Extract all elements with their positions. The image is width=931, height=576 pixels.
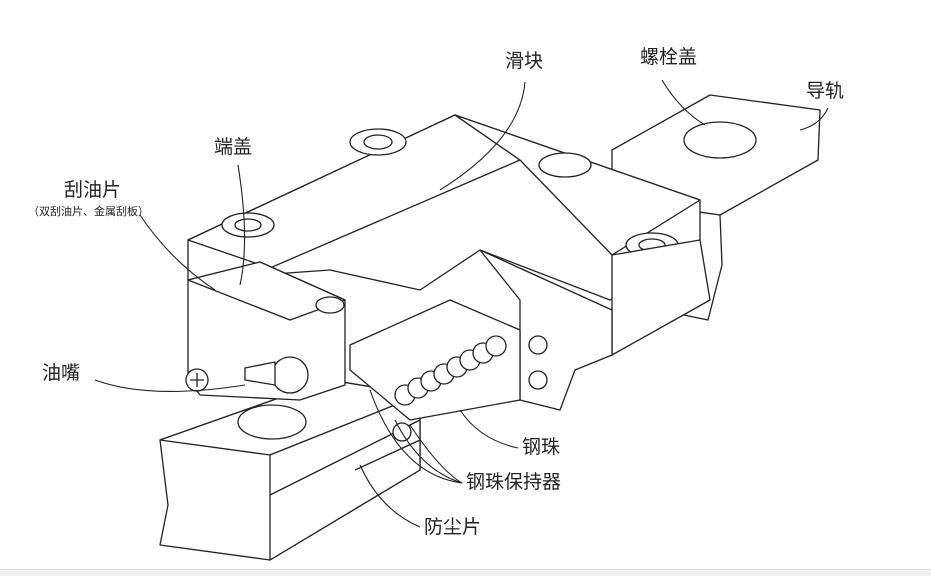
label-scraper: 刮油片 xyxy=(64,179,122,201)
label-scraper-note: （双刮油片、金属刮板） xyxy=(28,205,149,218)
label-steel-ball: 钢珠 xyxy=(522,436,561,458)
label-ball-retainer: 钢珠保持器 xyxy=(466,471,562,493)
slider-block xyxy=(187,114,711,421)
label-end-cap: 端盖 xyxy=(214,136,253,158)
steel-balls xyxy=(392,335,507,442)
grease-nipple xyxy=(185,356,309,394)
label-rail: 导轨 xyxy=(806,80,845,102)
label-grease-nipple: 油嘴 xyxy=(42,362,81,384)
label-slider: 滑块 xyxy=(505,50,544,72)
bottom-bar xyxy=(0,569,931,576)
label-bolt-cap: 螺栓盖 xyxy=(640,46,698,68)
leader-lines xyxy=(94,79,829,528)
rail xyxy=(159,94,821,561)
label-dust-seal: 防尘片 xyxy=(424,516,482,538)
